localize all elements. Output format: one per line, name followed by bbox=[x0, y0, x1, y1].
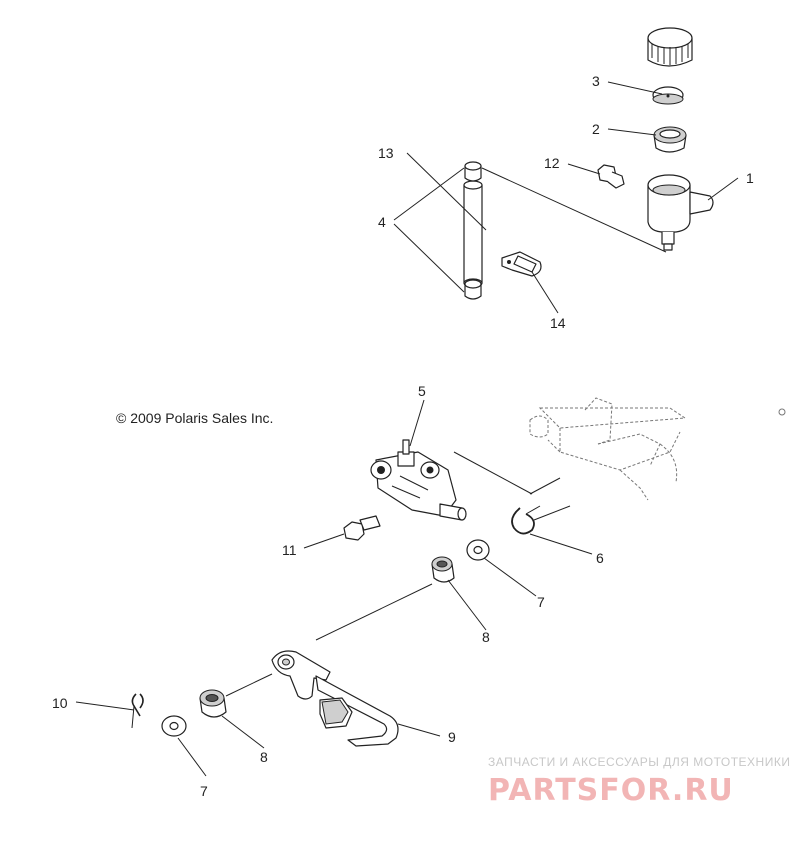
spring-clip bbox=[511, 505, 541, 535]
brake-hose bbox=[463, 180, 483, 288]
diaphragm bbox=[653, 126, 687, 153]
leader-lines-upper bbox=[393, 81, 739, 314]
callout-5: 5 bbox=[418, 383, 426, 399]
callout-3: 3 bbox=[592, 73, 600, 89]
callout-11: 11 bbox=[282, 542, 297, 558]
hose-clamp-bottom bbox=[464, 279, 482, 300]
washer-lower bbox=[161, 715, 187, 737]
callout-7-upper: 7 bbox=[537, 594, 545, 610]
diaphragm-plate bbox=[652, 86, 684, 105]
copyright-text: © 2009 Polaris Sales Inc. bbox=[116, 410, 273, 426]
brake-pedal bbox=[271, 650, 399, 747]
callout-1: 1 bbox=[746, 170, 754, 186]
watermark-tagline: ЗАПЧАСТИ И АКСЕССУАРЫ ДЛЯ МОТОТЕХНИКИ bbox=[488, 755, 790, 769]
callout-12: 12 bbox=[544, 155, 560, 171]
callout-8-upper: 8 bbox=[482, 629, 490, 645]
reservoir-cap bbox=[647, 27, 693, 67]
callout-10: 10 bbox=[52, 695, 68, 711]
callout-4: 4 bbox=[378, 214, 386, 230]
bushing-upper bbox=[431, 556, 455, 583]
cotter-pin bbox=[131, 693, 144, 729]
master-cylinder-reservoir bbox=[647, 174, 714, 251]
bushing-lower bbox=[199, 689, 227, 718]
washer-upper bbox=[466, 539, 490, 561]
callout-7-lower: 7 bbox=[200, 783, 208, 799]
callout-2: 2 bbox=[592, 121, 600, 137]
callout-8-lower: 8 bbox=[260, 749, 268, 765]
hose-bracket bbox=[501, 251, 542, 277]
callout-13: 13 bbox=[378, 145, 394, 161]
watermark-logo: PARTSFOR.RU bbox=[488, 773, 734, 808]
callout-6: 6 bbox=[596, 550, 604, 566]
bolt-11 bbox=[343, 515, 381, 541]
callout-9: 9 bbox=[448, 729, 456, 745]
callout-14: 14 bbox=[550, 315, 566, 331]
hose-clamp-top bbox=[464, 161, 482, 182]
bolt-12 bbox=[597, 164, 625, 189]
master-cylinder bbox=[370, 439, 467, 521]
leader-lines-lower bbox=[75, 399, 593, 777]
frame-outline bbox=[529, 397, 786, 501]
